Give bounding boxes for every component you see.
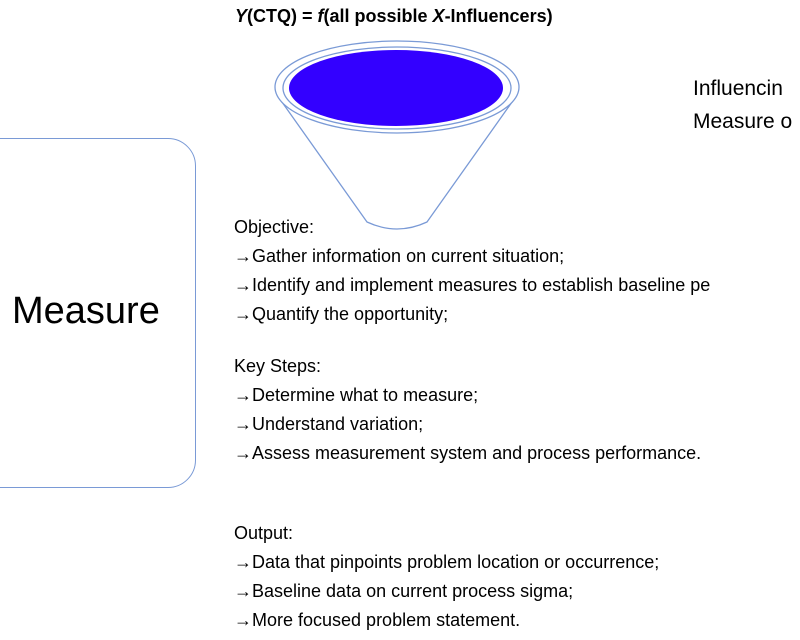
objective-section: Objective: →Gather information on curren… [234,213,710,329]
influence-line: Influencin [693,77,783,100]
influence-text: Influencin Measure o [693,72,792,138]
key-step-item: →Understand variation; [234,414,424,434]
formula-mid: (all possible [323,6,433,26]
funnel-body [276,94,518,230]
phase-label: Measure [12,290,160,332]
key-step-item: →Determine what to measure; [234,385,479,405]
formula-y: Y [235,6,248,26]
key-steps-heading: Key Steps: [234,356,322,376]
funnel-graphic [274,40,520,230]
output-item: →Baseline data on current process sigma; [234,581,574,601]
formula-end: -Influencers) [444,6,553,26]
objective-heading: Objective: [234,217,315,237]
phase-box [0,138,196,488]
funnel-formula: Y(CTQ) = f(all possible X-Influencers) [235,6,553,27]
key-step-item: →Assess measurement system and process p… [234,443,702,463]
formula-x: X [432,6,445,26]
output-item: →More focused problem statement. [234,610,521,630]
formula-f: f [317,6,324,26]
output-item: →Data that pinpoints problem location or… [234,552,660,572]
objective-item: →Identify and implement measures to esta… [234,275,711,295]
funnel-rim-inner [282,46,512,130]
output-section: Output: →Data that pinpoints problem loc… [234,519,659,635]
objective-item: →Gather information on current situation… [234,246,565,266]
funnel-top-fill [289,50,503,126]
output-heading: Output: [234,523,294,543]
influence-line: Measure o [693,110,793,133]
key-steps-section: Key Steps: →Determine what to measure; →… [234,352,701,468]
formula-ctq: (CTQ) = [247,6,318,26]
objective-item: →Quantify the opportunity; [234,304,449,324]
